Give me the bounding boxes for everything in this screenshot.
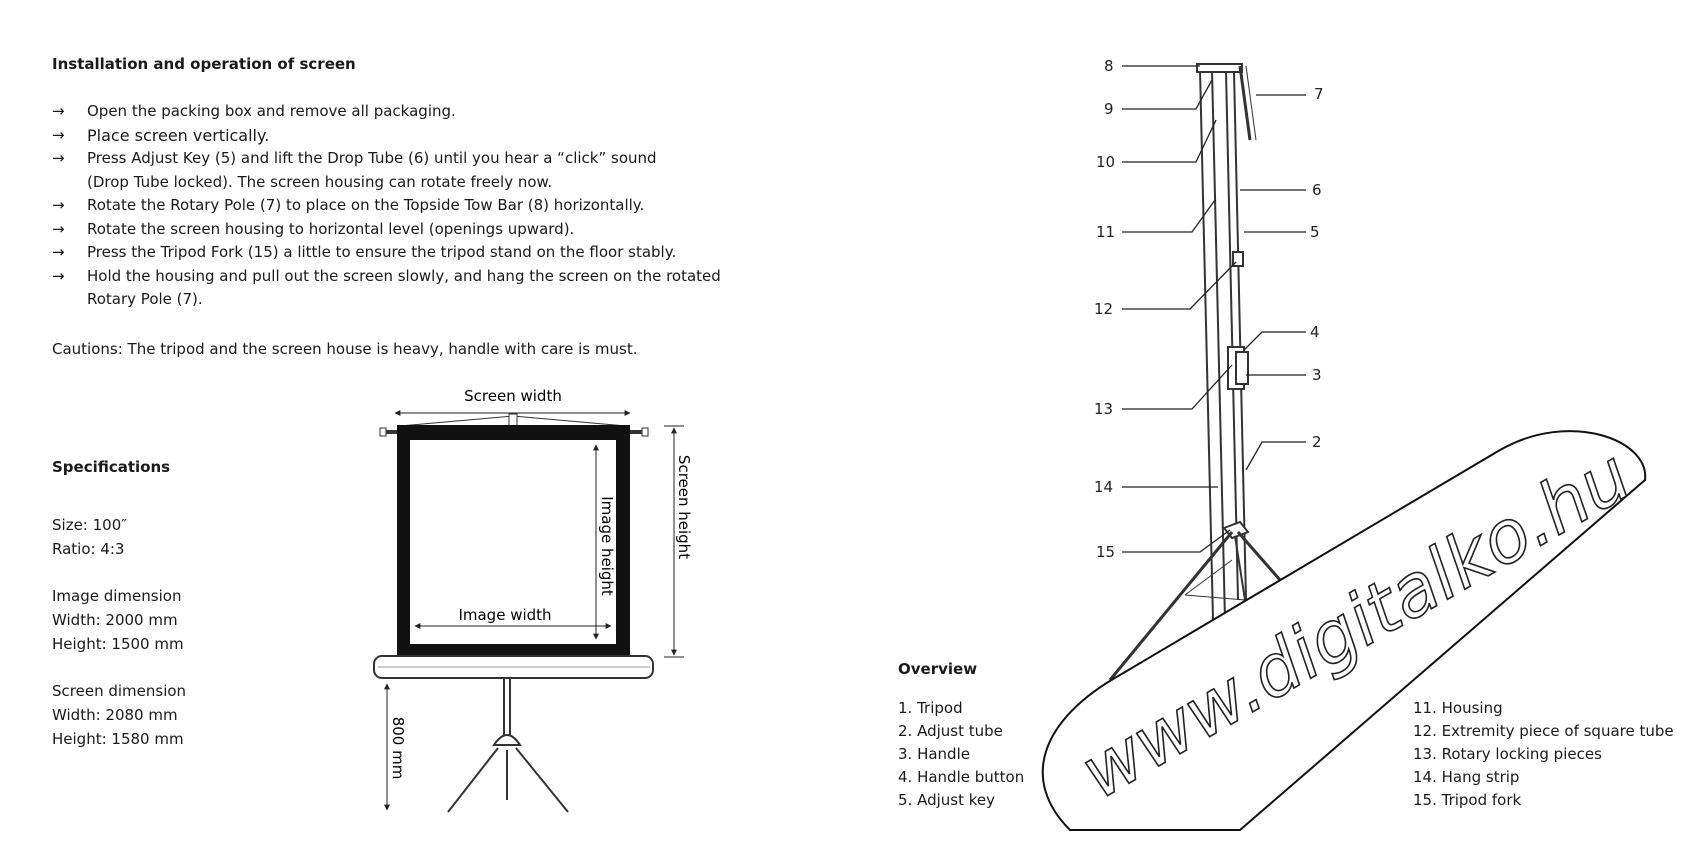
spec-image-dimension-title: Image dimension	[52, 587, 182, 605]
callout-15: 15	[1096, 543, 1115, 561]
overview-item: 13. Rotary locking pieces	[1413, 745, 1602, 763]
callout-8: 8	[1104, 57, 1114, 75]
overview-item: 6. Drop tube	[1156, 699, 1251, 717]
step-3: →Press Adjust Key (5) and lift the Drop …	[52, 149, 657, 191]
overview-col-1: 1. Tripod 2. Adjust tube 3. Handle 4. Ha…	[898, 697, 1024, 812]
overview-item: 4. Handle button	[898, 768, 1025, 786]
callout-9: 9	[1104, 100, 1114, 118]
arrow-icon: →	[52, 219, 65, 238]
arrow-icon: →	[52, 149, 65, 167]
callout-14: 14	[1094, 478, 1113, 496]
callout-2: 2	[1312, 433, 1322, 451]
overview-item: 10. Screen	[1156, 791, 1237, 809]
spec-screen-height: Height: 1580 mm	[52, 730, 184, 748]
arrow-icon: →	[52, 125, 65, 144]
callout-1: 1	[1372, 561, 1382, 579]
arrow-icon: →	[52, 243, 65, 261]
arrow-icon: →	[52, 196, 65, 214]
callout-5: 5	[1310, 223, 1320, 241]
step-2: →Place screen vertically.	[52, 124, 752, 148]
arrow-icon: →	[52, 266, 65, 285]
image-width-label: Image width	[458, 606, 551, 624]
step-1: →Open the packing box and remove all pac…	[52, 100, 752, 124]
spec-screen-width: Width: 2080 mm	[52, 706, 178, 724]
callout-11: 11	[1096, 223, 1115, 241]
overview-col-2: 6. Drop tube 7. Rotary pole 8. Topside t…	[1156, 697, 1293, 812]
spec-image-height: Height: 1500 mm	[52, 635, 184, 653]
callout-10: 10	[1096, 153, 1115, 171]
spec-image-width: Width: 2000 mm	[52, 611, 178, 629]
overview-item: 2. Adjust tube	[898, 722, 1003, 740]
callout-12: 12	[1094, 300, 1113, 318]
stand-height-label: 800 mm	[389, 717, 407, 780]
image-height-label: Image height	[598, 496, 616, 596]
overview-item: 5. Adjust key	[898, 791, 995, 809]
overview-title: Overview	[898, 660, 978, 678]
overview-item: 12. Extremity piece of square tube	[1413, 722, 1674, 740]
screen-width-label: Screen width	[464, 387, 562, 405]
overview-item: 7. Rotary pole	[1156, 722, 1261, 740]
overview-item: 11. Housing	[1413, 699, 1503, 717]
callout-4: 4	[1310, 323, 1320, 341]
spec-size: Size: 100″	[52, 516, 127, 534]
callout-13: 13	[1094, 400, 1113, 418]
step-4: →Rotate the Rotary Pole (7) to place on …	[52, 194, 752, 218]
callout-3: 3	[1312, 366, 1322, 384]
overview-item: 14. Hang strip	[1413, 768, 1520, 786]
step-5: →Rotate the screen housing to horizontal…	[52, 218, 752, 242]
overview-item: 3. Handle	[898, 745, 970, 763]
installation-steps: →Open the packing box and remove all pac…	[52, 100, 752, 312]
callout-7: 7	[1314, 85, 1324, 103]
installation-title: Installation and operation of screen	[52, 55, 356, 73]
spec-screen-dimension-title: Screen dimension	[52, 682, 187, 700]
overview-item: 9. Poling	[1156, 768, 1221, 786]
step-7: →Hold the housing and pull out the scree…	[52, 266, 721, 309]
specifications-title: Specifications	[52, 458, 171, 476]
caution-text: Cautions: The tripod and the screen hous…	[52, 340, 638, 358]
overview-item: 8. Topside tow bar	[1156, 745, 1293, 763]
spec-ratio: Ratio: 4:3	[52, 540, 125, 558]
screen-height-label: Screen height	[675, 455, 693, 559]
step-6: →Press the Tripod Fork (15) a little to …	[52, 241, 752, 265]
arrow-icon: →	[52, 102, 65, 120]
overview-item: 1. Tripod	[898, 699, 963, 717]
callout-6: 6	[1312, 181, 1322, 199]
overview-col-3: 11. Housing 12. Extremity piece of squar…	[1413, 697, 1674, 812]
overview-item: 15. Tripod fork	[1413, 791, 1522, 809]
